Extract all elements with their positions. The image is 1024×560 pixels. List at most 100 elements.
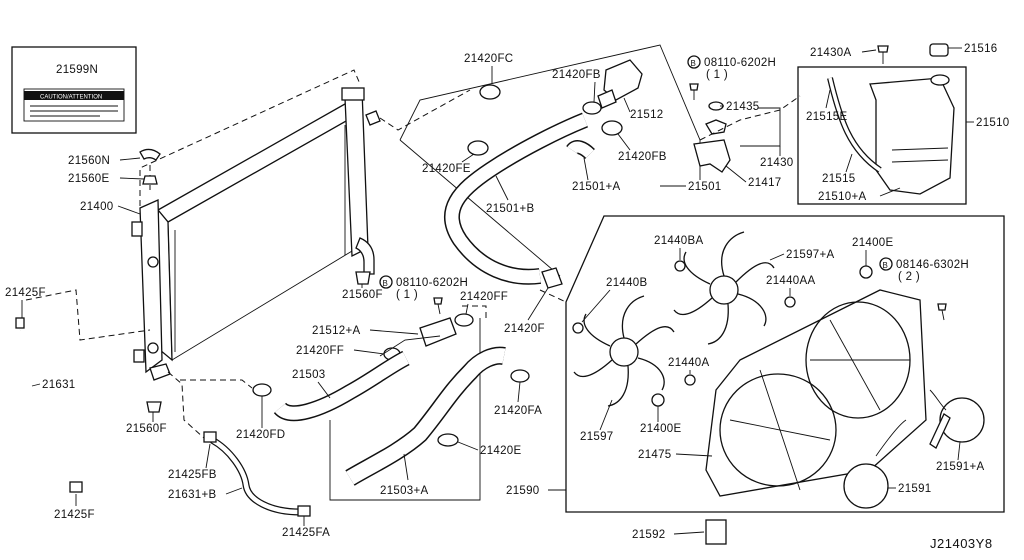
label-21430: 21430 — [760, 157, 793, 169]
reservoir-cap-21516 — [929, 43, 949, 57]
label-21560F-upper: 21560F — [342, 289, 383, 301]
label-21420FA: 21420FA — [494, 405, 542, 417]
bolt-marker-c: B — [883, 261, 888, 270]
label-21425F-top: 21425F — [5, 287, 46, 299]
bolt-marker-b: B — [383, 279, 388, 288]
label-21597A: 21597+A — [786, 249, 834, 261]
label-21420F: 21420F — [504, 323, 545, 335]
label-21591: 21591 — [898, 483, 931, 495]
hose-clamp-21420FE — [467, 140, 489, 156]
label-21503A: 21503+A — [380, 485, 428, 497]
label-bolt-08110-lower-qty: ( 1 ) — [396, 289, 418, 301]
radiator-upper-mount-21560E — [142, 175, 158, 185]
label-21420FD: 21420FD — [236, 429, 285, 441]
label-21420E: 21420E — [480, 445, 521, 457]
bolt-21430A — [877, 45, 889, 64]
label-21420FC: 21420FC — [464, 53, 513, 65]
label-21512: 21512 — [630, 109, 663, 121]
grommet-21592 — [705, 519, 727, 545]
reservoir-hose-21631-B — [203, 431, 311, 517]
label-21591A: 21591+A — [936, 461, 984, 473]
hose-clamp-21420FB — [582, 101, 623, 136]
label-21417: 21417 — [748, 177, 781, 189]
label-21425FB: 21425FB — [168, 469, 217, 481]
fan-motor-21591-A — [929, 389, 985, 449]
label-21590: 21590 — [506, 485, 539, 497]
water-outlet-21512-A — [419, 317, 457, 347]
radiator-upper-mount-21560N — [139, 148, 161, 161]
label-21501A: 21501+A — [572, 181, 620, 193]
label-bolt-08110-top-qty: ( 1 ) — [706, 69, 728, 81]
bolt-08146-6302H: B 08146-6302H ( 2 ) — [879, 257, 969, 321]
nut-21440BA — [674, 260, 686, 272]
diagram-code: J21403Y8 — [930, 536, 993, 551]
label-21420FF-top: 21420FF — [460, 291, 508, 303]
label-21597: 21597 — [580, 431, 613, 443]
hose-clamp-21420F — [541, 267, 563, 289]
radiator-assembly — [131, 87, 381, 381]
fan-motor-21591 — [843, 419, 907, 509]
label-21501: 21501 — [688, 181, 721, 193]
bracket-assembly-21430 — [693, 101, 731, 173]
label-21440B: 21440B — [606, 277, 647, 289]
caution-label-part: 21599N CAUTION/ATTENTION — [11, 46, 137, 134]
label-bolt-08110-top: 08110-6202H — [704, 57, 776, 69]
label-21440BA: 21440BA — [654, 235, 703, 247]
cooling-fan-21597-A — [673, 231, 775, 345]
radiator-lower-mount-21560F — [146, 271, 371, 413]
label-21503: 21503 — [292, 369, 325, 381]
bolt-08110-6202H-lower: B 08110-6202H ( 1 ) — [379, 275, 468, 315]
label-21515: 21515 — [822, 173, 855, 185]
label-bolt-08146: 08146-6302H — [896, 259, 969, 271]
label-21560E: 21560E — [68, 173, 109, 185]
label-21516: 21516 — [964, 43, 997, 55]
label-21435: 21435 — [726, 101, 759, 113]
label-21400E-top: 21400E — [852, 237, 893, 249]
label-21425FA: 21425FA — [282, 527, 330, 539]
label-21592: 21592 — [632, 529, 665, 541]
hose-clamp-21420FA — [510, 369, 530, 383]
hose-clamp-21420FC — [479, 84, 501, 100]
lower-hose-21503 — [273, 350, 410, 422]
label-21440A: 21440A — [668, 357, 709, 369]
bolt-08110-6202H-top: B 08110-6202H ( 1 ) — [687, 55, 776, 100]
label-21425F-bottom: 21425F — [54, 509, 95, 521]
label-21512A: 21512+A — [312, 325, 360, 337]
radiator-core-fins — [174, 125, 346, 352]
hose-clamp-21420FD — [252, 383, 272, 397]
label-bolt-08146-qty: ( 2 ) — [898, 271, 920, 283]
hose-clamp-21420E — [437, 433, 459, 447]
label-21599N: 21599N — [56, 64, 98, 76]
bolt-marker-a: B — [691, 59, 696, 68]
cooling-fan-21597 — [573, 295, 675, 407]
label-21440AA: 21440AA — [766, 275, 815, 287]
label-21515E: 21515E — [806, 111, 847, 123]
label-21420FE: 21420FE — [422, 163, 471, 175]
label-21420FF-bottom: 21420FF — [296, 345, 344, 357]
label-21631: 21631 — [42, 379, 75, 391]
label-21475: 21475 — [638, 449, 671, 461]
label-21420FB-top: 21420FB — [552, 69, 601, 81]
nut-21440B — [572, 322, 584, 334]
label-21400E-bottom: 21400E — [640, 423, 681, 435]
nut-21440A — [684, 374, 696, 386]
upper-hose-21501 — [443, 112, 595, 285]
reservoir-hose-21515 — [827, 77, 882, 173]
label-21420FB-bottom: 21420FB — [618, 151, 667, 163]
fan-shroud-21475 — [705, 289, 927, 497]
label-21501B: 21501+B — [486, 203, 534, 215]
label-bolt-08110-lower: 08110-6202H — [396, 277, 468, 289]
label-21430A: 21430A — [810, 47, 851, 59]
lower-hose-21503-A — [345, 346, 506, 486]
label-21560F-lower: 21560F — [126, 423, 167, 435]
reservoir-hose-21631 — [12, 317, 83, 493]
nut-21400E-bottom — [651, 393, 665, 407]
label-21400: 21400 — [80, 201, 113, 213]
nut-21440AA — [784, 296, 796, 308]
label-21510: 21510 — [976, 117, 1009, 129]
label-21631B: 21631+B — [168, 489, 216, 501]
caution-banner-text: CAUTION/ATTENTION — [40, 95, 102, 101]
reservoir-tank-21510 — [869, 74, 955, 195]
label-21510A: 21510+A — [818, 191, 866, 203]
